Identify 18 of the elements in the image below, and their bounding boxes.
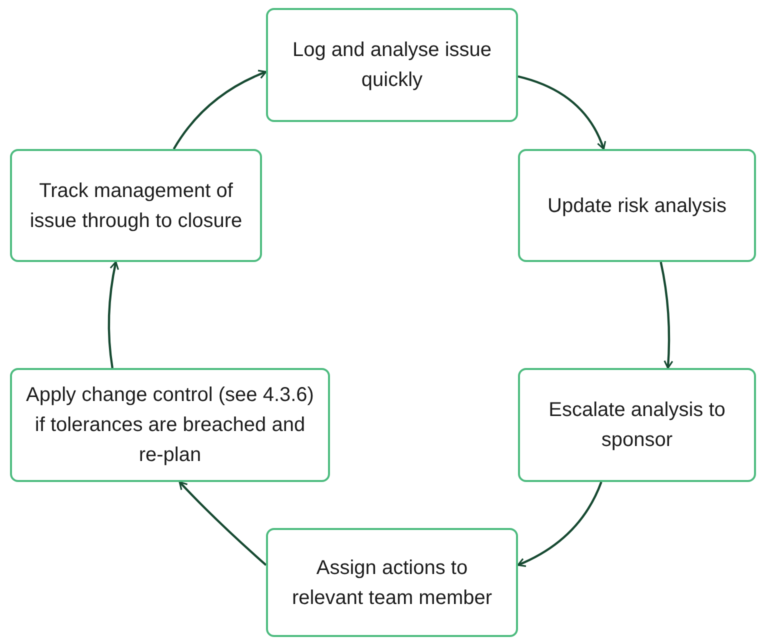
curved-arrow (517, 482, 602, 567)
process-box (10, 149, 262, 262)
step-text: Update risk analysis (548, 194, 726, 218)
curved-arrow (108, 261, 120, 368)
curved-arrow (172, 70, 267, 150)
step-text: Log and analyse issue quickly (291, 38, 493, 93)
process-box (10, 368, 330, 482)
step-text: Track management of issue through to closure (28, 178, 244, 234)
step-text: Apply change control (see 4.3.6) if tolerances are breached and re-plan (25, 383, 315, 468)
process-box (266, 528, 518, 637)
curved-arrow (660, 262, 674, 369)
process-box (266, 8, 518, 122)
step-text: Escalate analysis to sponsor (548, 398, 726, 453)
curved-arrow (178, 481, 267, 566)
curved-arrow (518, 75, 606, 150)
step-text: Assign actions to relevant team member (290, 556, 494, 610)
process-box (518, 149, 756, 262)
process-box (518, 368, 756, 482)
